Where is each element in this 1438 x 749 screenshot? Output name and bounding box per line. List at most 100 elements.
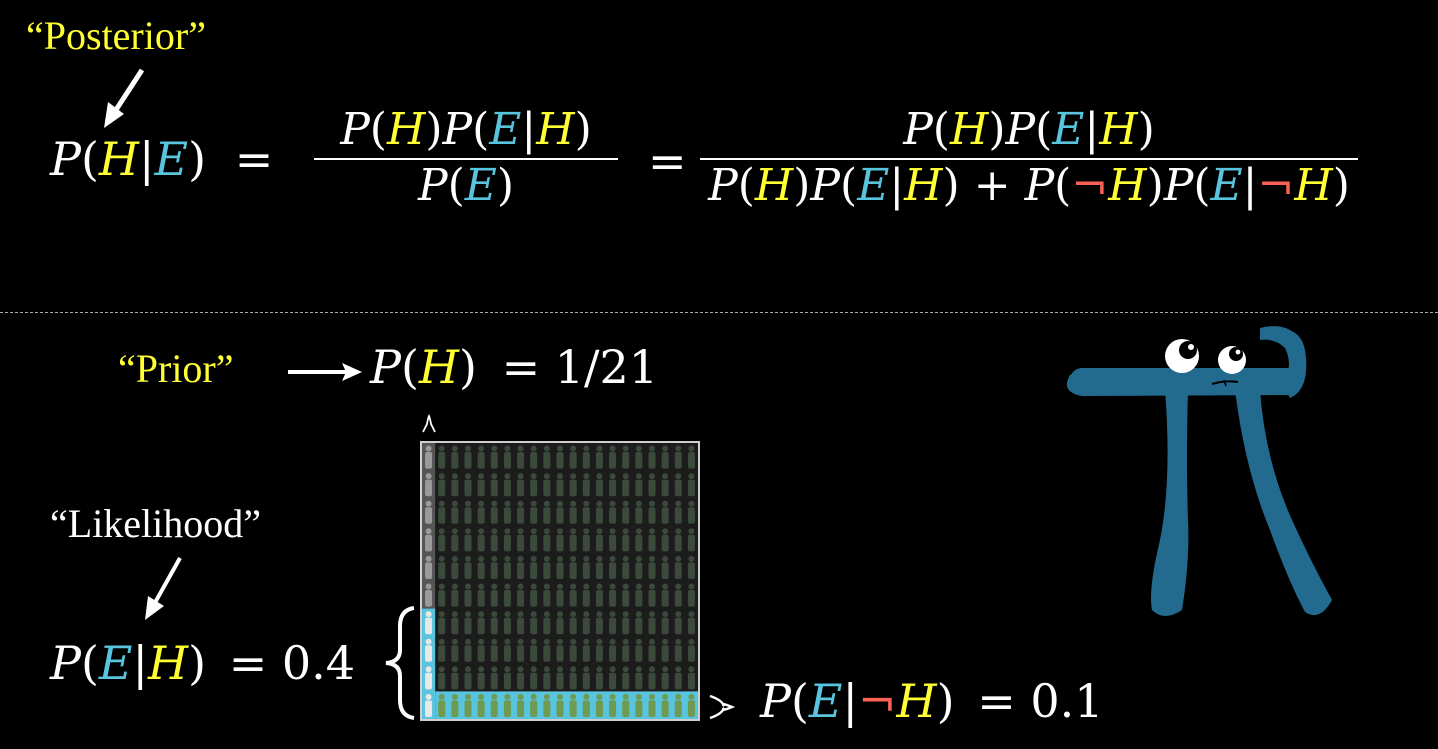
person-icon bbox=[425, 445, 433, 469]
person-icon bbox=[622, 693, 630, 717]
person-icon bbox=[530, 555, 538, 579]
person-icon bbox=[687, 528, 695, 552]
person-icon bbox=[451, 555, 459, 579]
person-icon bbox=[490, 583, 498, 607]
person-icon bbox=[582, 500, 590, 524]
person-icon bbox=[622, 555, 630, 579]
person-icon bbox=[622, 473, 630, 497]
person-icon bbox=[451, 445, 459, 469]
person-icon bbox=[556, 666, 564, 690]
person-icon bbox=[648, 473, 656, 497]
person-icon bbox=[425, 473, 433, 497]
person-icon bbox=[556, 583, 564, 607]
pi-creature-icon bbox=[1066, 326, 1332, 616]
person-icon bbox=[464, 583, 472, 607]
person-icon bbox=[622, 611, 630, 635]
person-icon bbox=[464, 473, 472, 497]
person-icon bbox=[477, 555, 485, 579]
person-icon bbox=[490, 500, 498, 524]
posterior-label: “Posterior” bbox=[26, 13, 206, 58]
negated-likelihood-expression: P(E|¬H) = 0.1 bbox=[760, 674, 1104, 728]
person-icon bbox=[543, 473, 551, 497]
person-icon bbox=[451, 473, 459, 497]
person-icon bbox=[661, 555, 669, 579]
person-icon bbox=[635, 445, 643, 469]
person-icon bbox=[503, 611, 511, 635]
person-icon bbox=[556, 693, 564, 717]
person-icon bbox=[661, 528, 669, 552]
person-icon bbox=[661, 693, 669, 717]
fraction1-denominator: P(E) bbox=[417, 160, 515, 211]
small-brace-icon bbox=[422, 414, 436, 433]
person-icon bbox=[556, 500, 564, 524]
person-icon bbox=[648, 638, 656, 662]
person-icon bbox=[517, 583, 525, 607]
person-icon bbox=[661, 500, 669, 524]
person-icon bbox=[687, 500, 695, 524]
person-icon bbox=[648, 445, 656, 469]
person-icon bbox=[517, 473, 525, 497]
person-icon bbox=[595, 611, 603, 635]
person-icon bbox=[661, 445, 669, 469]
person-icon bbox=[582, 528, 590, 552]
person-icon bbox=[674, 693, 682, 717]
person-icon bbox=[582, 473, 590, 497]
person-icon bbox=[477, 611, 485, 635]
person-icon bbox=[661, 611, 669, 635]
person-icon bbox=[517, 611, 525, 635]
person-icon bbox=[609, 583, 617, 607]
person-icon bbox=[648, 611, 656, 635]
person-icon bbox=[687, 555, 695, 579]
person-icon bbox=[464, 528, 472, 552]
person-icon bbox=[622, 638, 630, 662]
person-icon bbox=[543, 583, 551, 607]
person-icon bbox=[674, 583, 682, 607]
small-brace-icon bbox=[709, 694, 736, 720]
person-icon bbox=[451, 638, 459, 662]
person-icon bbox=[635, 473, 643, 497]
bayes-fraction-simple: P(H)P(E|H) P(E) bbox=[314, 106, 618, 210]
curly-brace-icon bbox=[385, 606, 415, 720]
person-icon bbox=[674, 500, 682, 524]
person-icon bbox=[569, 500, 577, 524]
posterior-expression: P(H|E) = bbox=[50, 132, 274, 186]
person-icon bbox=[674, 473, 682, 497]
person-icon bbox=[438, 445, 446, 469]
person-icon bbox=[635, 555, 643, 579]
person-icon bbox=[490, 555, 498, 579]
person-icon bbox=[503, 473, 511, 497]
fraction1-bar bbox=[314, 158, 618, 160]
person-icon bbox=[556, 611, 564, 635]
person-icon bbox=[543, 500, 551, 524]
person-icon bbox=[517, 638, 525, 662]
arrow-right-icon bbox=[288, 363, 362, 381]
prior-label: “Prior” bbox=[118, 346, 234, 391]
person-icon bbox=[687, 473, 695, 497]
person-icon bbox=[622, 445, 630, 469]
evidence-given-hypothesis-region bbox=[422, 608, 436, 719]
person-icon bbox=[517, 555, 525, 579]
person-icon bbox=[517, 666, 525, 690]
person-icon bbox=[477, 500, 485, 524]
person-icon bbox=[451, 583, 459, 607]
person-icon bbox=[595, 500, 603, 524]
person-icon bbox=[438, 473, 446, 497]
person-icon bbox=[490, 611, 498, 635]
bayes-fraction-expanded: P(H)P(E|H) P(H)P(E|H) + P(¬H)P(E|¬H) bbox=[700, 106, 1358, 210]
person-icon bbox=[451, 611, 459, 635]
prior-expression: P(H) = 1/21 bbox=[370, 340, 659, 394]
person-icon bbox=[451, 500, 459, 524]
person-icon bbox=[556, 555, 564, 579]
fraction2-denominator: P(H)P(E|H) + P(¬H)P(E|¬H) bbox=[708, 160, 1350, 211]
person-icon bbox=[648, 583, 656, 607]
fraction2-bar bbox=[700, 158, 1358, 160]
person-icon bbox=[569, 666, 577, 690]
person-icon bbox=[517, 528, 525, 552]
person-icon bbox=[556, 473, 564, 497]
person-icon bbox=[464, 555, 472, 579]
person-icon bbox=[635, 638, 643, 662]
arrow-down-left-icon bbox=[145, 557, 182, 620]
person-icon bbox=[648, 555, 656, 579]
person-icon bbox=[425, 611, 433, 635]
